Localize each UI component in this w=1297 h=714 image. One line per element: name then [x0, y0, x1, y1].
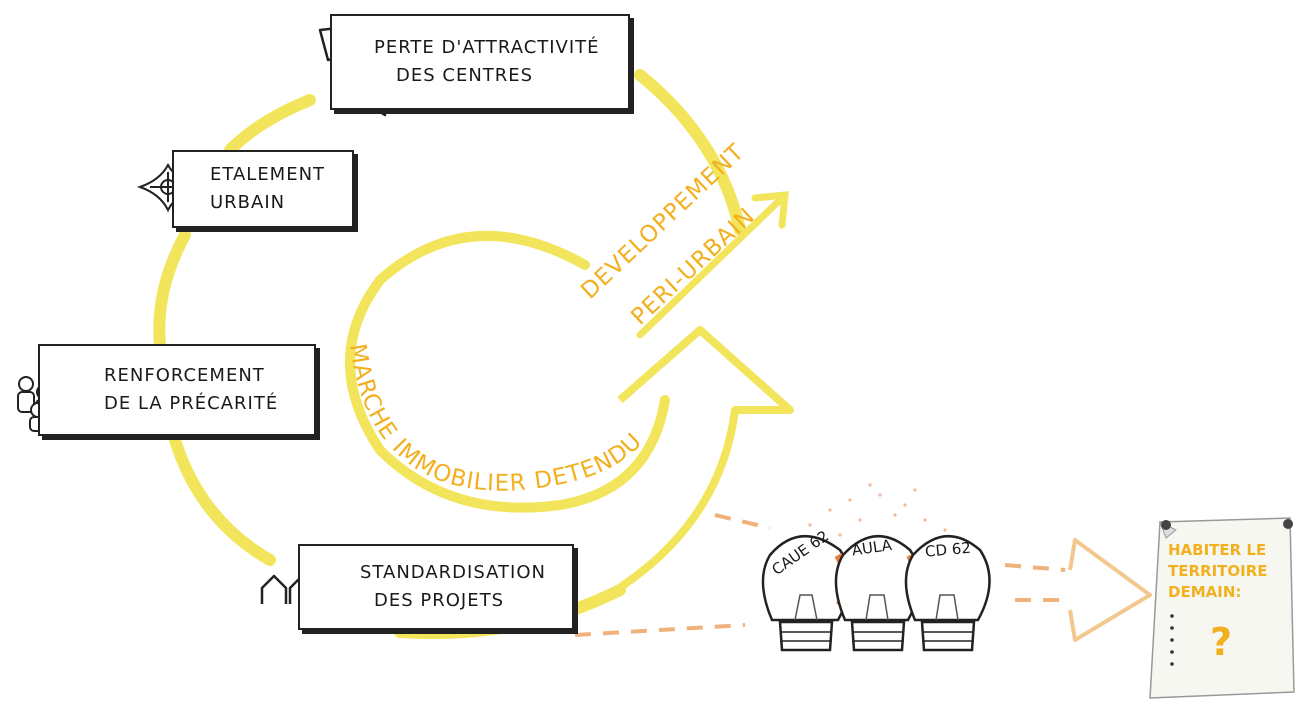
peri-urbain-arrow	[636, 191, 789, 339]
box-perte-line2: DES CENTRES	[396, 65, 534, 86]
box-renforcement-line2: DE LA PRÉCARITÉ	[104, 393, 279, 414]
note-title: HABITER LE TERRITOIRE DEMAIN:	[1168, 541, 1268, 601]
box-etalement-line2: URBAIN	[210, 192, 286, 213]
box-renforcement-precarite: RENFORCEMENT DE LA PRÉCARITÉ	[38, 344, 316, 436]
inner-arrow	[345, 230, 794, 604]
box-standard-line1: STANDARDISATION	[360, 562, 546, 583]
note-question-mark: ?	[1210, 620, 1233, 664]
box-renforcement-line1: RENFORCEMENT	[104, 365, 265, 386]
bulb-caue	[761, 535, 851, 652]
box-perte-attractivite: PERTE D'ATTRACTIVITÉ DES CENTRES	[330, 14, 630, 110]
dashed-connectors	[574, 513, 1066, 637]
bulb-aula-label: AULA	[851, 536, 894, 560]
box-etalement-line1: ETALEMENT	[210, 164, 326, 185]
result-arrow-icon	[1068, 538, 1152, 642]
bulb-cd62	[904, 535, 991, 652]
box-standard-line2: DES PROJETS	[374, 590, 505, 611]
box-standardisation-projets: STANDARDISATION DES PROJETS	[298, 544, 574, 630]
box-perte-line1: PERTE D'ATTRACTIVITÉ	[374, 37, 600, 58]
box-etalement-urbain: ETALEMENT URBAIN	[172, 150, 354, 228]
bulb-cd62-label: CD 62	[924, 539, 971, 561]
marche-immobilier-label: MARCHE IMMOBILIER DETENDU	[344, 342, 648, 497]
note-paper	[1149, 517, 1295, 699]
